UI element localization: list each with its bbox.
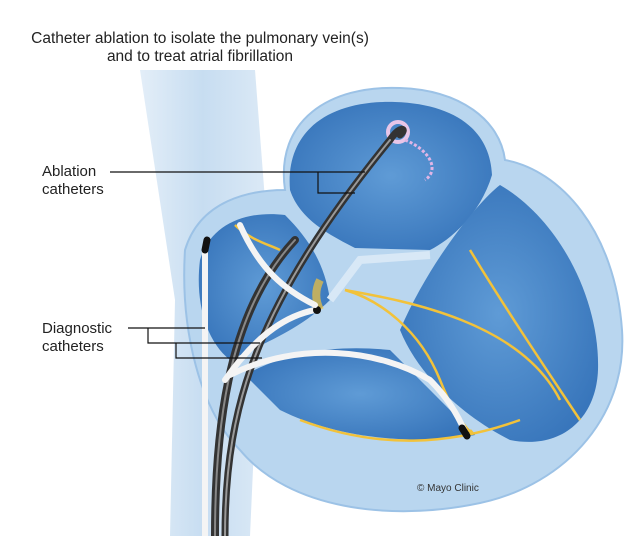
- figure-title: Catheter ablation to isolate the pulmona…: [0, 30, 400, 66]
- label-ablation-catheters: Ablation catheters: [42, 163, 104, 199]
- diagnostic-catheter-3: [227, 349, 468, 435]
- label-line: Diagnostic: [42, 320, 113, 337]
- title-line-2: and to treat atrial fibrillation: [106, 48, 294, 65]
- left-atrium: [289, 101, 492, 250]
- label-line: catheters: [42, 181, 104, 198]
- label-line: catheters: [42, 338, 104, 355]
- ablation-lesion-ring: [386, 120, 410, 144]
- catheters: [201, 125, 471, 536]
- left-ventricle: [400, 185, 599, 442]
- diagnostic-catheter-2: [222, 307, 318, 383]
- copyright-credit: © Mayo Clinic: [417, 483, 479, 494]
- title-line-1: Catheter ablation to isolate the pulmona…: [31, 30, 369, 47]
- label-diagnostic-catheters: Diagnostic catheters: [42, 320, 112, 356]
- leader-lines: [110, 171, 365, 359]
- label-line: Ablation: [42, 163, 97, 180]
- right-ventricle: [245, 348, 475, 440]
